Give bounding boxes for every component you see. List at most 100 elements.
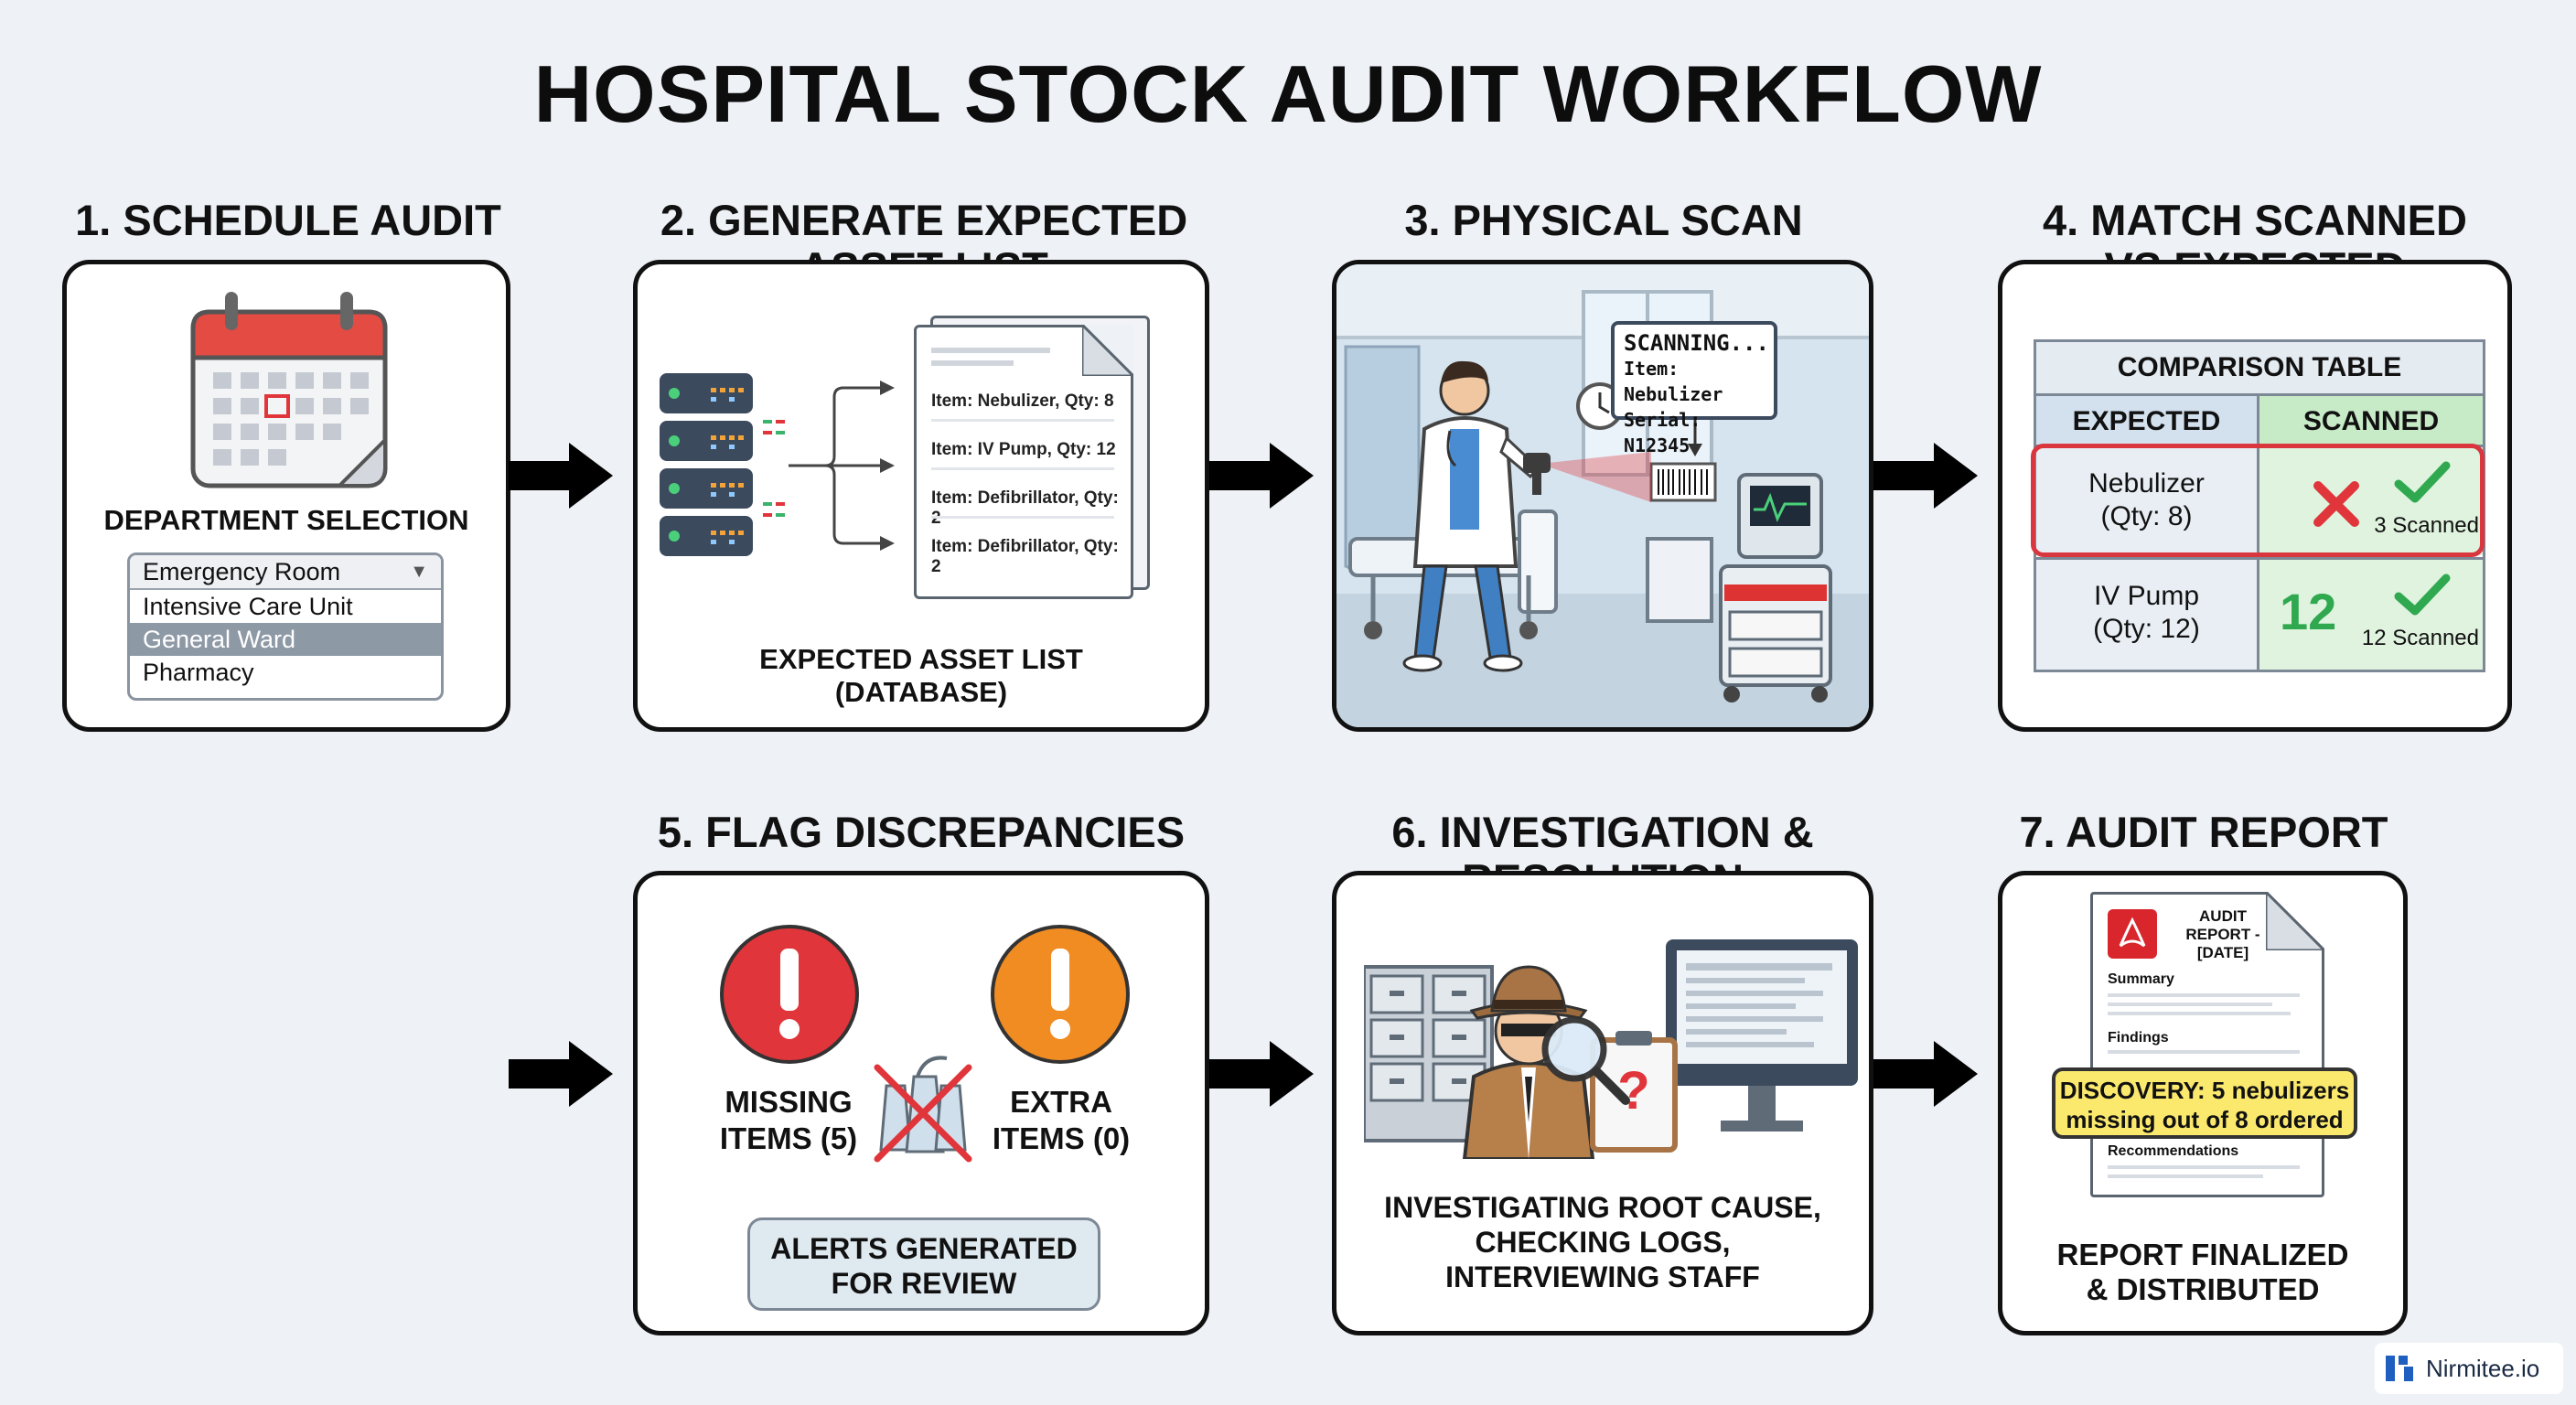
check-mark-icon <box>2394 461 2451 503</box>
table-cell: Nebulizer <box>2088 468 2205 499</box>
step2-caption-line2: (DATABASE) <box>834 676 1008 708</box>
col-header-scanned: SCANNED <box>2259 396 2483 447</box>
step1-title: 1. SCHEDULE AUDIT <box>75 196 501 244</box>
flow-arrow-6-7 <box>1873 1041 1978 1107</box>
step4-title-line1: 4. MATCH SCANNED <box>2043 196 2467 244</box>
audit-report-document: AUDIT REPORT - [DATE] Summary Findings R… <box>2090 892 2324 1197</box>
table-cell: IV Pump <box>2093 581 2200 611</box>
missing-alert-icon <box>720 925 859 1064</box>
alerts-line1: ALERTS GENERATED <box>770 1232 1078 1265</box>
page-fold-icon <box>1082 325 1133 376</box>
extra-items-line1: EXTRA <box>1010 1085 1112 1119</box>
step6-caption-line2: CHECKING LOGS, <box>1475 1226 1731 1259</box>
doc-line-4: Item: Defibrillator, Qty: 2 <box>931 537 1119 576</box>
comparison-table-title: COMPARISON TABLE <box>2036 342 2483 396</box>
table-cell: (Qty: 12) <box>2093 614 2200 644</box>
flow-arrow-1-2 <box>509 443 613 509</box>
step6-panel: ? INVESTIGATING ROOT CAUSE, CHECKING LOG… <box>1332 871 1873 1335</box>
x-mark-icon <box>2313 481 2359 527</box>
alerts-line2: FOR REVIEW <box>831 1267 1017 1300</box>
expected-asset-document: Item: Nebulizer, Qty: 8 Item: IV Pump, Q… <box>914 325 1133 599</box>
report-findings-heading: Findings <box>2108 1030 2169 1046</box>
investigation-scene: ? <box>1364 939 1858 1159</box>
flow-arrow-4-5 <box>509 1041 613 1107</box>
report-doc-title-line2: REPORT - <box>2185 926 2260 943</box>
step5-title: 5. FLAG DISCREPANCIES <box>657 808 1186 856</box>
dropdown-selected-label: Emergency Room <box>143 558 341 585</box>
chevron-down-icon[interactable]: ▼ <box>410 562 428 582</box>
col-header-expected: EXPECTED <box>2036 396 2259 447</box>
step6-caption-line3: INTERVIEWING STAFF <box>1445 1260 1760 1293</box>
pdf-icon <box>2108 909 2157 959</box>
alerts-generated-button[interactable]: ALERTS GENERATED FOR REVIEW <box>747 1217 1100 1311</box>
discovery-line1: DISCOVERY: 5 nebulizers <box>2059 1077 2350 1104</box>
discovery-line2: missing out of 8 ordered <box>2066 1106 2344 1133</box>
scanner-item: Item: Nebulizer <box>1624 358 1723 405</box>
report-recommendations-heading: Recommendations <box>2108 1143 2239 1159</box>
extra-items-line2: ITEMS (0) <box>992 1121 1131 1155</box>
flow-arrow-5-6 <box>1209 1041 1314 1107</box>
hospital-scan-scene <box>1336 264 1869 727</box>
flow-arrow-2-3 <box>1209 443 1314 509</box>
doc-rule <box>931 360 1014 366</box>
doc-line-2: Item: IV Pump, Qty: 12 <box>931 440 1116 459</box>
nebulizer-crossed-icon <box>874 1056 972 1163</box>
step3-title: 3. PHYSICAL SCAN <box>1404 196 1803 244</box>
dropdown-option-general-ward[interactable]: General Ward <box>130 623 441 656</box>
brand-name: Nirmitee.io <box>2426 1355 2540 1382</box>
flow-arrow-3-4 <box>1873 443 1978 509</box>
brand-logo[interactable]: Nirmitee.io <box>2375 1343 2563 1394</box>
step2-caption-line1: EXPECTED ASSET LIST <box>759 643 1083 675</box>
data-flow-arrows <box>763 381 895 551</box>
dropdown-selected[interactable]: Emergency Room ▼ <box>130 555 441 590</box>
scanned-count: 3 Scanned <box>2374 513 2479 538</box>
step1-panel: DEPARTMENT SELECTION Emergency Room ▼ In… <box>62 260 510 732</box>
missing-items-label: MISSING ITEMS (5) <box>692 1084 885 1157</box>
comparison-table: COMPARISON TABLE EXPECTED SCANNED Nebuli… <box>2031 339 2485 672</box>
dropdown-option-pharmacy[interactable]: Pharmacy <box>143 659 254 686</box>
department-dropdown[interactable]: Emergency Room ▼ Intensive Care Unit Gen… <box>127 552 444 701</box>
table-row-expected-nebulizer: Nebulizer (Qty: 8) <box>2036 447 2259 555</box>
scanned-count: 12 Scanned <box>2361 626 2479 650</box>
step3-panel: SCANNING... Item: Nebulizer Serial: N123… <box>1332 260 1873 732</box>
check-mark-icon <box>2394 574 2451 616</box>
table-row-expected-iv-pump: IV Pump (Qty: 12) <box>2036 557 2259 670</box>
step2-title-line1: 2. GENERATE EXPECTED <box>660 196 1188 244</box>
department-selection-label: DEPARTMENT SELECTION <box>103 504 469 536</box>
step4-panel: COMPARISON TABLE EXPECTED SCANNED Nebuli… <box>1998 260 2512 732</box>
dropdown-option-icu[interactable]: Intensive Care Unit <box>143 593 353 620</box>
page-title: HOSPITAL STOCK AUDIT WORKFLOW <box>533 48 2043 139</box>
scanner-serial: Serial: N12345 <box>1624 409 1701 456</box>
step2-caption: EXPECTED ASSET LIST (DATABASE) <box>638 643 1205 709</box>
step5-panel: MISSING ITEMS (5) EXTRA ITEMS (0) ALERTS… <box>633 871 1209 1335</box>
scanned-big-count: 12 <box>2280 583 2337 640</box>
table-row-scanned-nebulizer: 3 Scanned <box>2259 447 2483 555</box>
step6-caption-line1: INVESTIGATING ROOT CAUSE, <box>1384 1191 1821 1224</box>
discovery-highlight: DISCOVERY: 5 nebulizers missing out of 8… <box>2052 1067 2357 1139</box>
doc-line-1: Item: Nebulizer, Qty: 8 <box>931 391 1114 411</box>
brand-logo-icon <box>2386 1356 2413 1381</box>
step7-caption-line1: REPORT FINALIZED <box>2056 1238 2349 1271</box>
table-cell: (Qty: 8) <box>2100 501 2193 531</box>
calendar-icon <box>190 292 388 488</box>
missing-items-line1: MISSING <box>724 1085 853 1119</box>
table-row-scanned-iv-pump: 12 12 Scanned <box>2259 557 2483 670</box>
step2-panel: Item: Nebulizer, Qty: 8 Item: IV Pump, Q… <box>633 260 1209 732</box>
extra-alert-icon <box>991 925 1130 1064</box>
report-doc-title-line1: AUDIT <box>2199 907 2247 925</box>
step6-caption: INVESTIGATING ROOT CAUSE, CHECKING LOGS,… <box>1336 1190 1869 1294</box>
step7-caption-line2: & DISTRIBUTED <box>2086 1272 2320 1306</box>
server-icon <box>660 373 753 556</box>
scanner-status: SCANNING... <box>1624 330 1769 356</box>
missing-items-line2: ITEMS (5) <box>719 1121 858 1155</box>
report-doc-title: AUDIT REPORT - [DATE] <box>2168 907 2278 962</box>
step7-caption: REPORT FINALIZED & DISTRIBUTED <box>2002 1238 2403 1307</box>
report-summary-heading: Summary <box>2108 971 2174 987</box>
report-doc-title-line3: [DATE] <box>2196 944 2249 961</box>
extra-items-label: EXTRA ITEMS (0) <box>965 1084 1157 1157</box>
doc-line-3: Item: Defibrillator, Qty: 2 <box>931 488 1119 528</box>
scanner-display: SCANNING... Item: Nebulizer Serial: N123… <box>1611 321 1777 456</box>
step7-panel: AUDIT REPORT - [DATE] Summary Findings R… <box>1998 871 2408 1335</box>
doc-rule <box>931 348 1050 353</box>
step6-title-line1: 6. INVESTIGATION & <box>1391 808 1814 856</box>
